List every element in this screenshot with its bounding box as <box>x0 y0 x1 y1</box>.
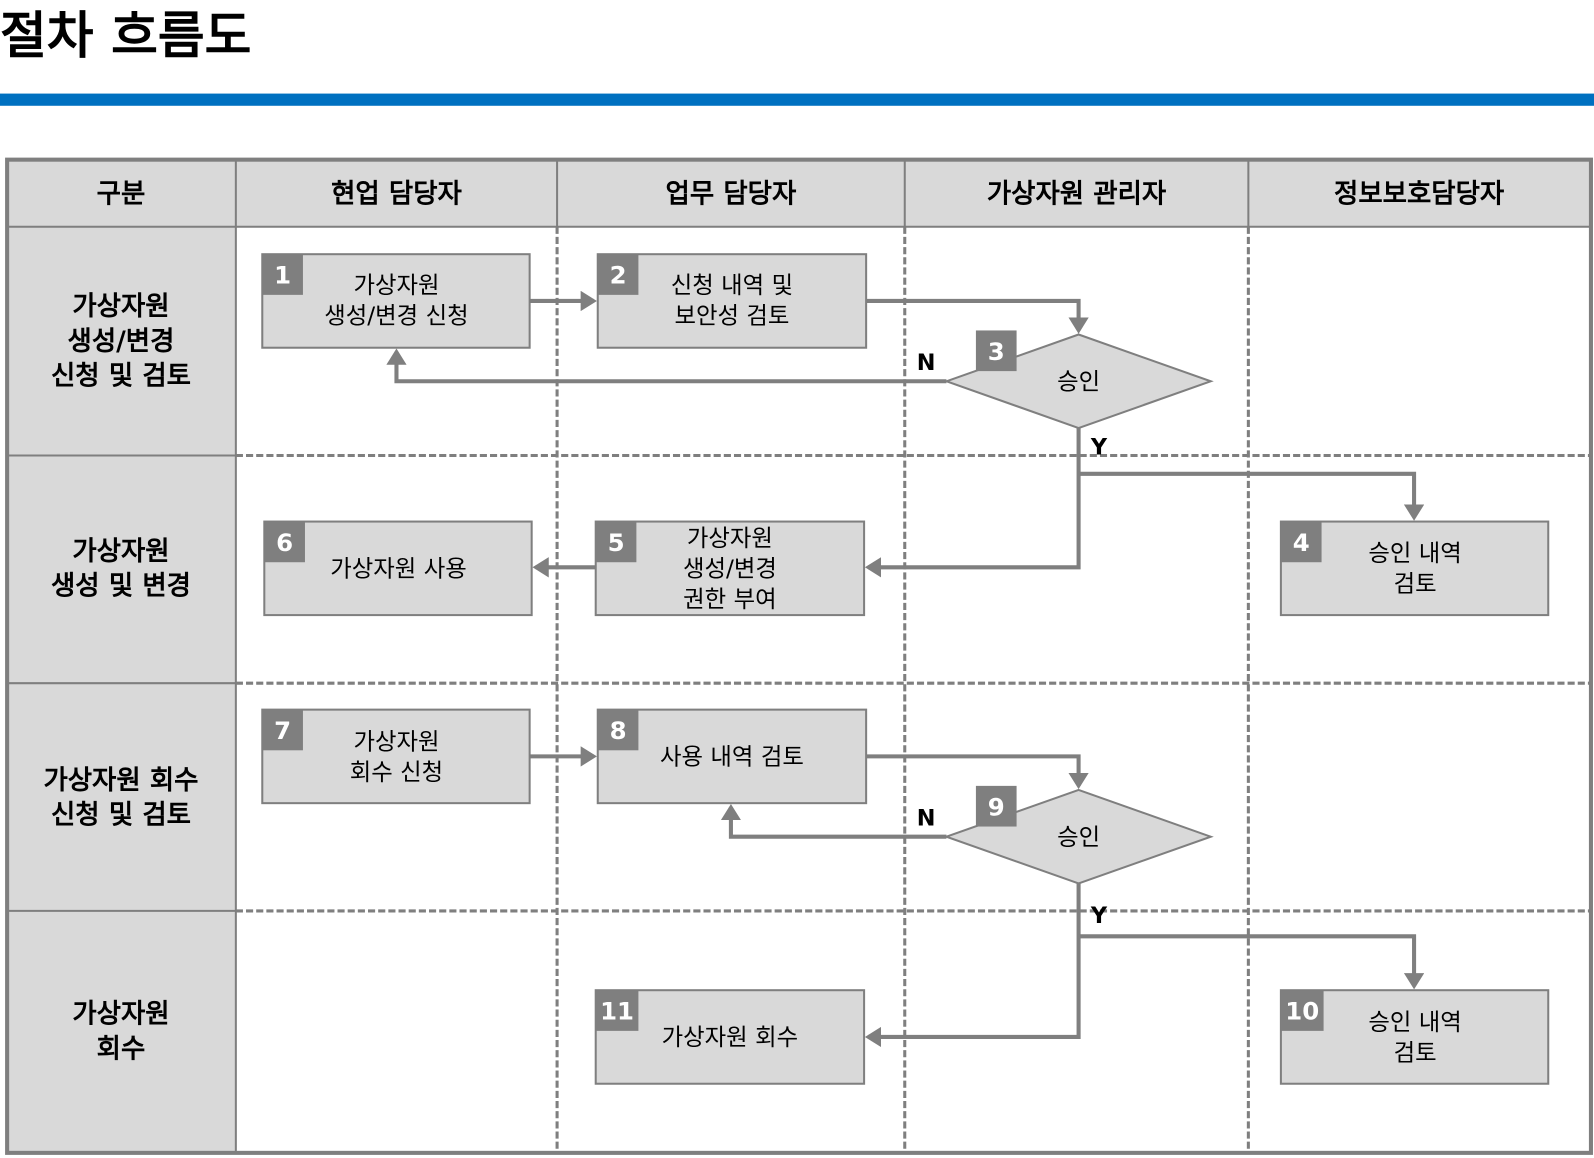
svg-text:가상자원 회수: 가상자원 회수 <box>43 765 198 796</box>
svg-text:9: 9 <box>988 792 1005 821</box>
step-badge <box>975 330 1017 372</box>
step-badge <box>595 990 639 1031</box>
step-3-approval-decision[interactable]: 3 승인 <box>943 330 1214 430</box>
label-yes-9: Y <box>1090 903 1108 929</box>
svg-text:회수 신청: 회수 신청 <box>350 758 443 786</box>
label-yes-3: Y <box>1090 434 1108 460</box>
step-badge <box>597 254 639 295</box>
step-badge <box>262 709 303 751</box>
svg-text:5: 5 <box>608 528 625 557</box>
svg-text:가상자원: 가상자원 <box>72 291 169 322</box>
arrow-3-yes-to-5 <box>864 428 1081 578</box>
row-label-return-request: 가상자원 회수 신청 및 검토 <box>43 765 198 831</box>
arrow-8-to-9 <box>866 754 1089 790</box>
arrow-9-yes-to-11 <box>864 883 1081 1048</box>
svg-text:1: 1 <box>274 261 291 290</box>
svg-text:승인 내역: 승인 내역 <box>1368 1008 1461 1036</box>
step-4-approval-review[interactable]: 4 승인 내역 검토 <box>1279 520 1550 617</box>
svg-text:검토: 검토 <box>1394 1038 1437 1066</box>
svg-text:7: 7 <box>274 716 291 745</box>
row-label-return: 가상자원 회수 <box>72 999 169 1065</box>
svg-text:생성 및 변경: 생성 및 변경 <box>51 571 191 602</box>
header-row <box>7 159 1591 227</box>
step-10-approval-review[interactable]: 10 승인 내역 검토 <box>1279 989 1550 1085</box>
step-7-return-request[interactable]: 7 가상자원 회수 신청 <box>261 708 531 805</box>
step-2-review[interactable]: 2 신청 내역 및 보안성 검토 <box>596 253 868 349</box>
svg-text:가상자원: 가상자원 <box>72 999 169 1030</box>
svg-text:생성/변경 신청: 생성/변경 신청 <box>324 301 468 329</box>
svg-text:생성/변경: 생성/변경 <box>68 326 175 357</box>
svg-text:10: 10 <box>1285 997 1319 1026</box>
step-11-return[interactable]: 11 가상자원 회수 <box>594 989 866 1085</box>
svg-text:승인: 승인 <box>1057 367 1100 395</box>
svg-text:회수: 회수 <box>97 1033 146 1064</box>
step-badge <box>264 521 305 563</box>
svg-text:2: 2 <box>610 261 627 290</box>
row-label-request: 가상자원 생성/변경 신청 및 검토 <box>51 291 191 391</box>
svg-text:가상자원 회수: 가상자원 회수 <box>662 1023 798 1051</box>
svg-text:11: 11 <box>600 997 634 1026</box>
svg-text:가상자원: 가상자원 <box>72 536 169 567</box>
step-5-grant[interactable]: 5 가상자원 생성/변경 권한 부여 <box>594 520 866 617</box>
step-badge <box>1280 990 1324 1031</box>
svg-text:3: 3 <box>988 337 1005 366</box>
step-badge <box>597 709 639 751</box>
svg-text:가상자원: 가상자원 <box>687 524 773 552</box>
svg-text:생성/변경: 생성/변경 <box>683 554 777 582</box>
svg-text:권한 부여: 권한 부여 <box>683 585 776 613</box>
svg-text:신청 및 검토: 신청 및 검토 <box>51 799 191 830</box>
svg-text:가상자원 사용: 가상자원 사용 <box>330 554 466 582</box>
header-business-staff: 업무 담당자 <box>666 178 797 209</box>
step-8-usage-review[interactable]: 8 사용 내역 검토 <box>596 708 868 805</box>
svg-text:가상자원: 가상자원 <box>353 727 439 755</box>
header-field-staff: 현업 담당자 <box>331 178 462 209</box>
step-badge <box>595 521 637 563</box>
arrow-3-yes-to-4 <box>1078 471 1425 521</box>
arrow-2-to-3 <box>866 298 1089 334</box>
page-title: 절차 흐름도 <box>0 6 251 65</box>
header-category: 구분 <box>97 178 146 209</box>
arrow-9-no-to-8 <box>720 803 947 839</box>
svg-text:사용 내역 검토: 사용 내역 검토 <box>660 743 804 771</box>
svg-text:승인 내역: 승인 내역 <box>1368 539 1461 567</box>
label-no-9: N <box>917 806 936 832</box>
svg-text:8: 8 <box>610 716 627 745</box>
svg-text:보안성 검토: 보안성 검토 <box>674 301 789 329</box>
step-badge <box>1280 521 1322 563</box>
svg-text:승인: 승인 <box>1057 823 1100 851</box>
category-column <box>7 226 236 1153</box>
title-underline-bar <box>0 93 1594 106</box>
step-badge <box>975 785 1017 827</box>
step-6-use[interactable]: 6 가상자원 사용 <box>263 520 533 617</box>
svg-text:신청 내역 및: 신청 내역 및 <box>671 271 793 299</box>
svg-text:6: 6 <box>276 528 293 557</box>
row-label-create: 가상자원 생성 및 변경 <box>51 536 191 602</box>
step-9-approval-decision[interactable]: 9 승인 <box>943 785 1214 885</box>
svg-text:신청 및 검토: 신청 및 검토 <box>51 360 191 391</box>
flow-connectors <box>386 290 1425 1048</box>
arrow-9-yes-to-10 <box>1078 934 1425 990</box>
svg-text:4: 4 <box>1293 528 1310 557</box>
header-vr-manager: 가상자원 관리자 <box>987 178 1167 209</box>
svg-text:가상자원: 가상자원 <box>353 271 439 299</box>
header-security-officer: 정보보호담당자 <box>1334 178 1505 209</box>
step-badge <box>262 254 303 295</box>
svg-text:검토: 검토 <box>1394 570 1437 598</box>
step-1-request[interactable]: 1 가상자원 생성/변경 신청 <box>261 253 531 349</box>
label-no-3: N <box>917 350 936 376</box>
arrow-3-no-to-1 <box>386 348 947 384</box>
